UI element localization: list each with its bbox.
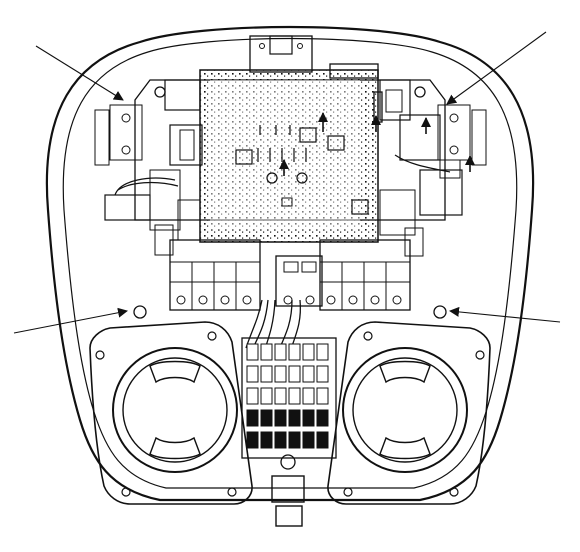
terminal-cell [246, 409, 259, 427]
terminal-cell [274, 343, 287, 361]
terminal-cell [246, 431, 259, 449]
terminal-cell [316, 365, 329, 383]
terminal-cell [302, 431, 315, 449]
terminal-cell [274, 409, 287, 427]
terminal-cell [260, 431, 273, 449]
callout-arrow-top-right [446, 31, 547, 105]
terminal-cell [288, 387, 301, 405]
top-mount-tab [249, 35, 313, 73]
callout-arrows [13, 31, 561, 334]
circuit-breaker-left [169, 239, 261, 311]
terminal-cell [246, 365, 259, 383]
socket-right [342, 347, 468, 473]
socket-left [112, 347, 238, 473]
socket-plate-right [327, 321, 491, 505]
socket-plate-left [89, 321, 253, 505]
circuit-breaker-right [319, 239, 411, 311]
internal-housing [94, 79, 487, 221]
terminal-cell [316, 387, 329, 405]
terminal-cell [316, 343, 329, 361]
left-components [104, 79, 203, 256]
bottom-cable-entry [271, 454, 305, 527]
callout-arrow-top-left [35, 45, 124, 101]
terminal-cell [302, 387, 315, 405]
terminal-cell [302, 343, 315, 361]
callout-arrow-mid-left [13, 307, 128, 334]
terminal-cell [288, 409, 301, 427]
terminal-cell [246, 387, 259, 405]
right-components [379, 79, 463, 257]
terminal-cell [260, 409, 273, 427]
terminal-cell [274, 365, 287, 383]
terminal-cell [260, 365, 273, 383]
terminal-cell [302, 365, 315, 383]
mounting-holes [133, 86, 447, 319]
main-circuit-board [199, 63, 383, 243]
terminal-cell [274, 431, 287, 449]
terminal-cell [274, 387, 287, 405]
terminal-cell [288, 431, 301, 449]
terminal-cell [288, 365, 301, 383]
enclosure-outline [45, 25, 535, 502]
terminal-cell [288, 343, 301, 361]
terminal-cell [246, 343, 259, 361]
center-relay [275, 255, 323, 307]
terminal-cell [316, 431, 329, 449]
terminal-cell [302, 409, 315, 427]
terminal-cell [260, 343, 273, 361]
terminal-block [241, 337, 337, 459]
callout-arrow-mid-right [449, 306, 561, 323]
terminal-cell [260, 387, 273, 405]
terminal-cell [316, 409, 329, 427]
internal-arrows [279, 112, 475, 176]
